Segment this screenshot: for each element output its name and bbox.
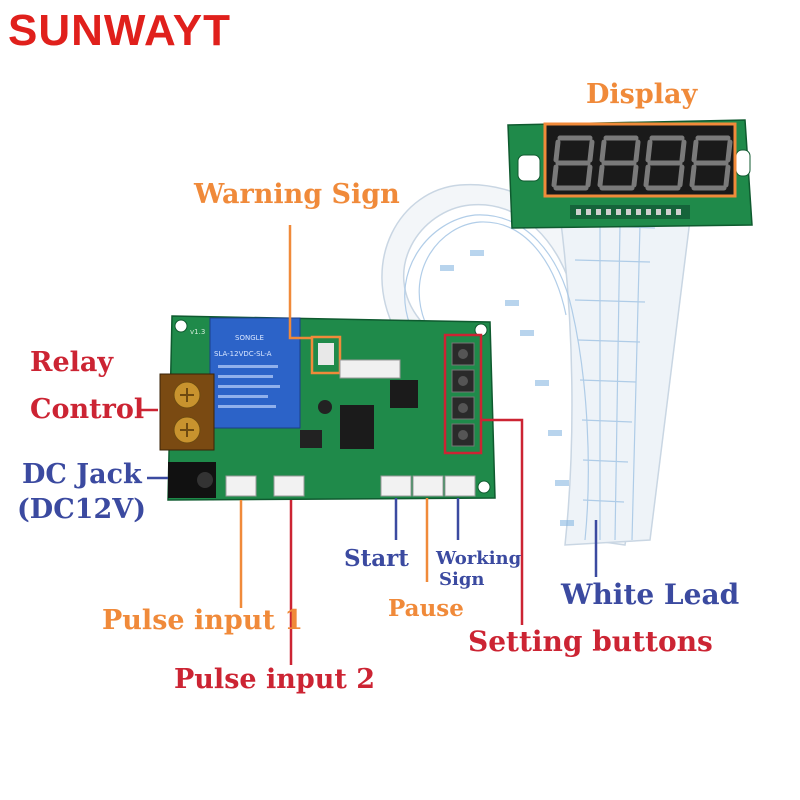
- relay-label: Relay: [30, 347, 114, 378]
- relay-model: SLA-12VDC-SL-A: [214, 350, 272, 358]
- brand-logo: SUNWAYT: [8, 6, 231, 55]
- white-lead-label: White Lead: [561, 578, 740, 611]
- display-label: Display: [586, 79, 698, 110]
- dc-voltage-label: (DC12V): [17, 494, 146, 525]
- warning-sign-label: Warning Sign: [194, 179, 400, 210]
- display-module: [507, 119, 753, 229]
- working-label: Working: [436, 548, 522, 569]
- board-version: v1.3: [190, 328, 205, 336]
- white-lead-cable: [381, 183, 691, 546]
- setting-buttons-label: Setting buttons: [468, 625, 713, 658]
- relay-brand: SONGLE: [235, 334, 264, 342]
- control-label: Control: [30, 394, 145, 425]
- pointer-lines: [140, 225, 598, 665]
- pulse-input-2-label: Pulse input 2: [174, 664, 376, 695]
- pulse-input-1-label: Pulse input 1: [102, 605, 304, 636]
- dc-jack-label: DC Jack: [22, 459, 142, 490]
- working-sign-label: Sign: [439, 569, 485, 590]
- start-label: Start: [344, 545, 409, 572]
- controller-board: SONGLE SLA-12VDC-SL-A v1.3: [159, 315, 496, 501]
- pause-label: Pause: [388, 595, 464, 622]
